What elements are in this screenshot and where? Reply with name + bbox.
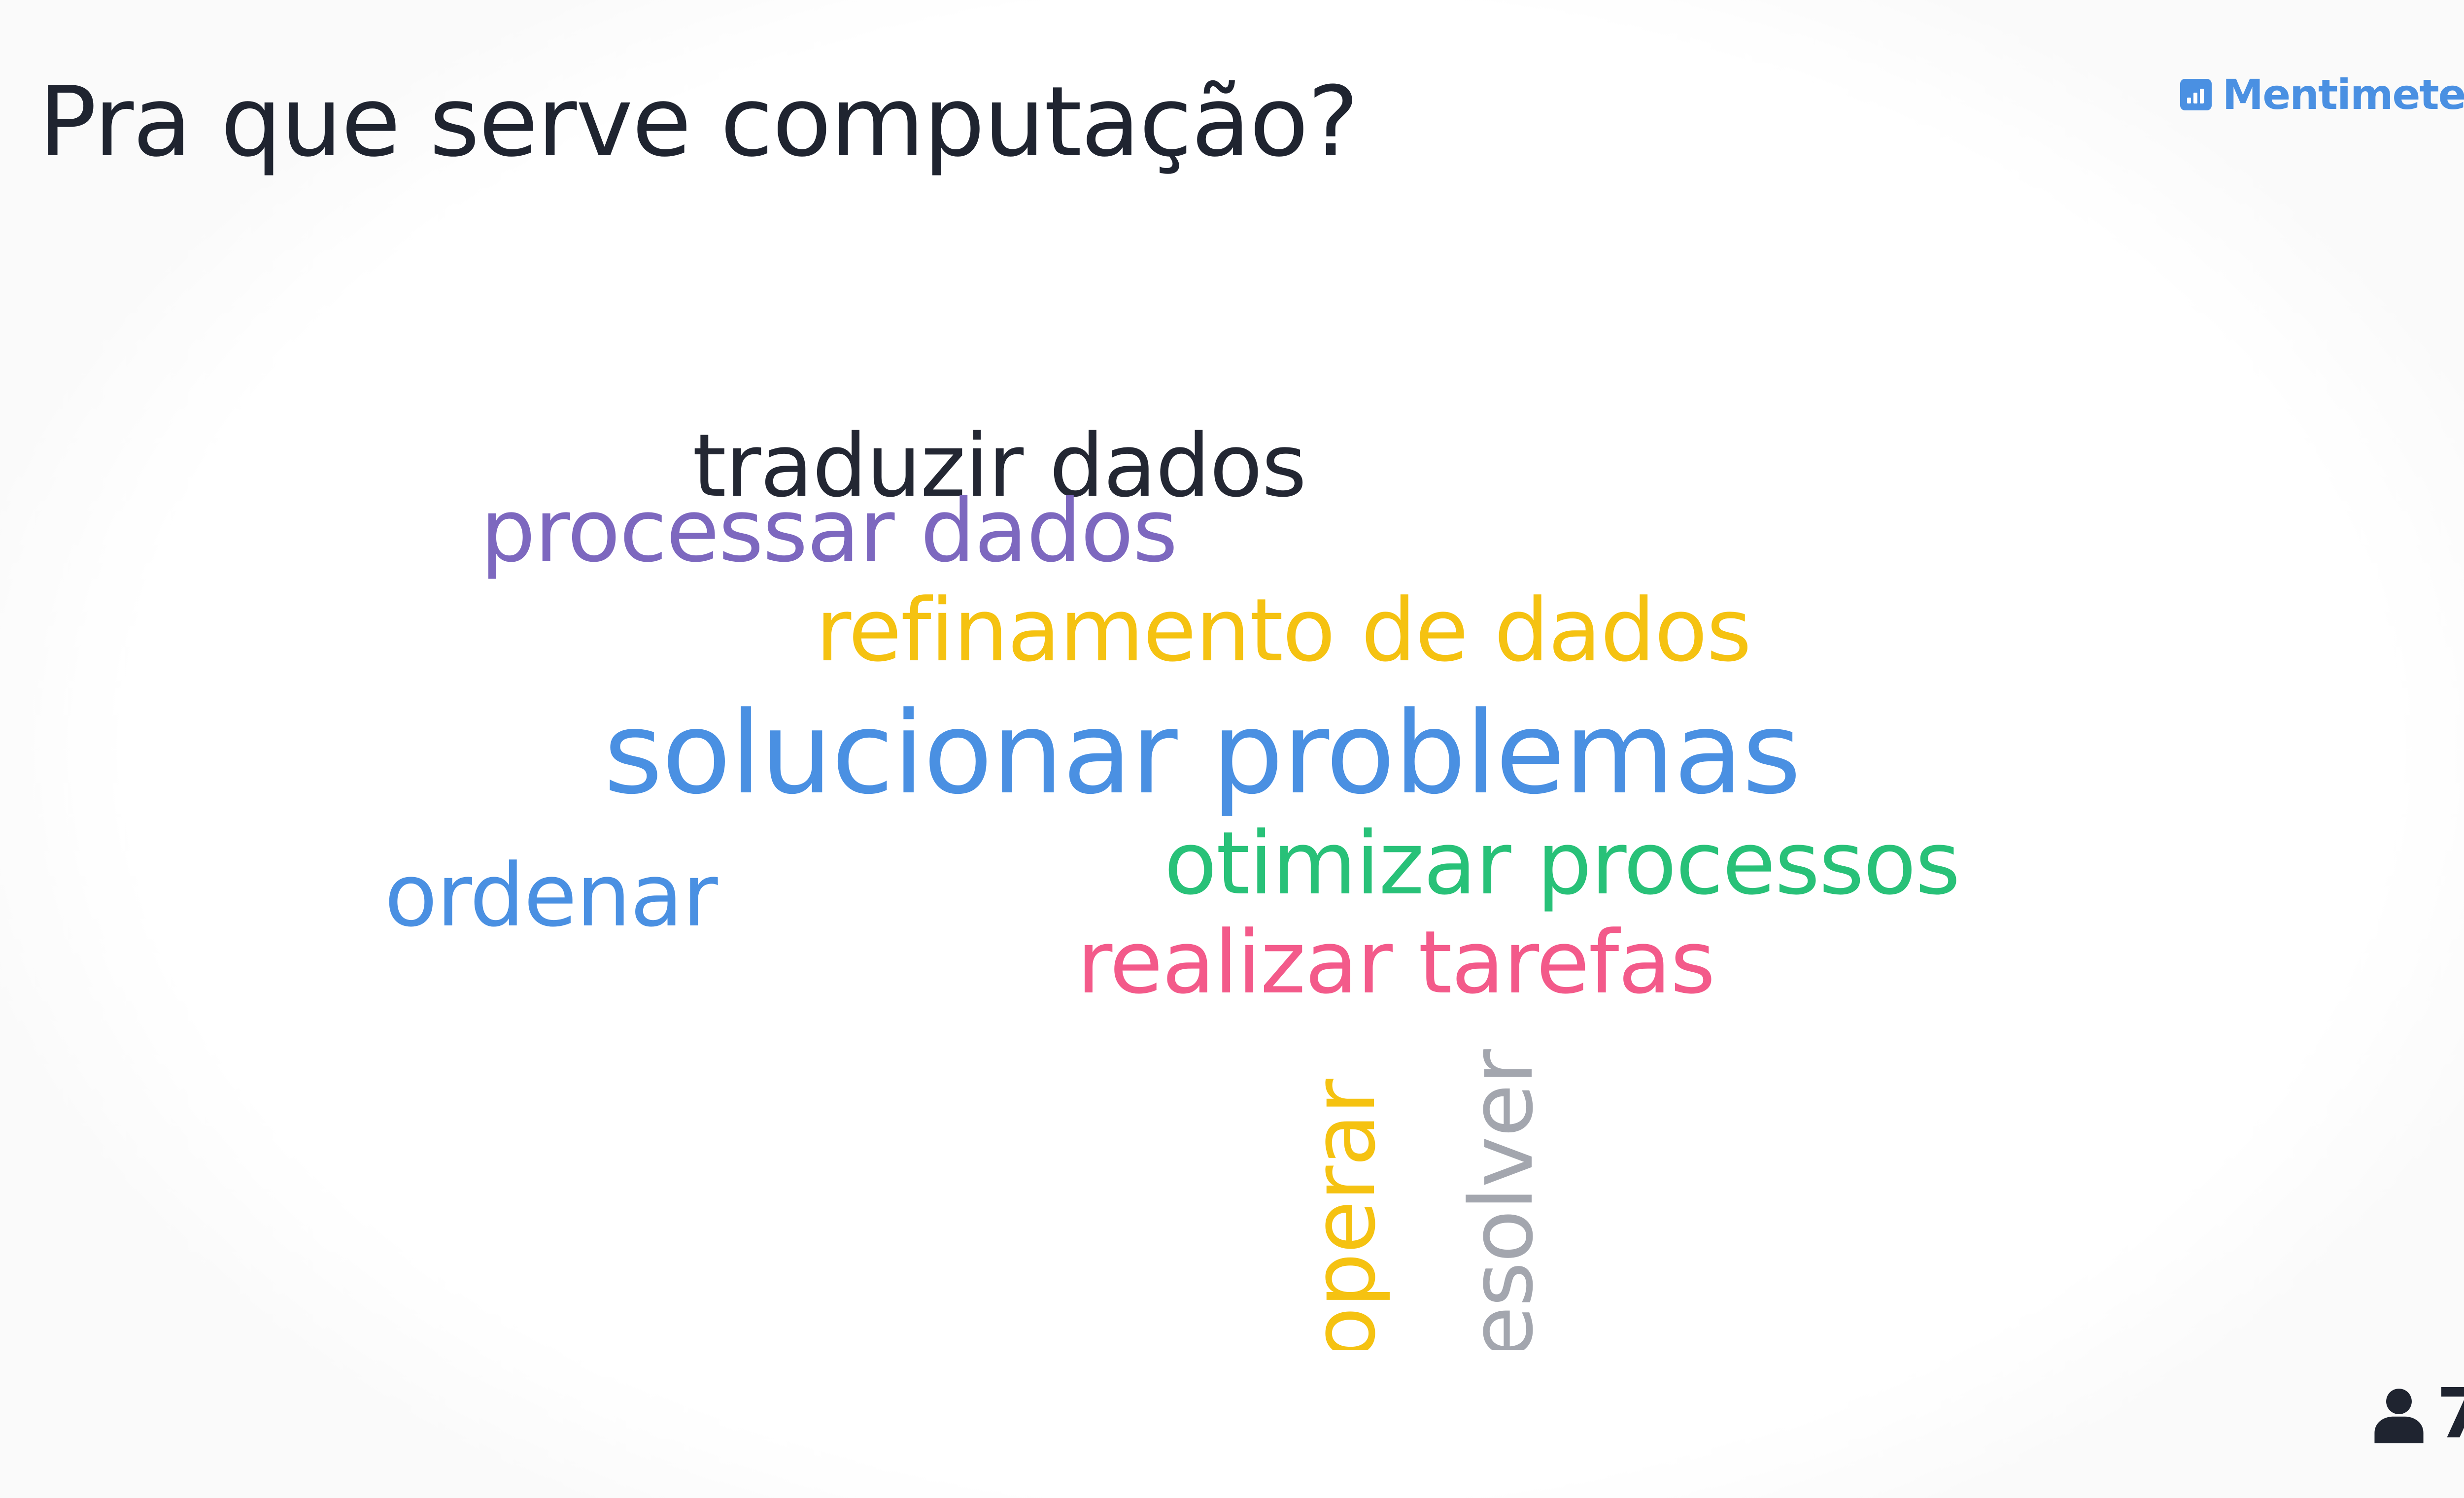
word-realizar-tarefas: realizar tarefas bbox=[1077, 912, 1715, 1013]
word-solucionar-problemas: solucionar problemas bbox=[604, 688, 1801, 819]
word-resolver: resolver bbox=[1454, 1050, 1552, 1350]
brand-logo: Mentimeter bbox=[2180, 74, 2464, 115]
vertical-word-cooperar-clip: cooperar bbox=[1291, 1035, 1390, 1350]
question-title: Pra que serve computação? bbox=[38, 66, 1359, 178]
word-ordenar: ordenar bbox=[384, 845, 718, 946]
participant-count: 7 bbox=[2436, 1374, 2464, 1454]
mentimeter-logo-icon bbox=[2180, 79, 2212, 110]
person-icon bbox=[2374, 1389, 2424, 1443]
participant-counter: 7 bbox=[2370, 1380, 2464, 1449]
word-otimizar-processos: otimizar processos bbox=[1164, 813, 1960, 914]
vertical-word-resolver-clip: resolver bbox=[1454, 1035, 1552, 1350]
word-traduzir-dados: traduzir dados bbox=[692, 415, 1307, 516]
word-processar-dados: processar dados bbox=[480, 480, 1178, 581]
word-cooperar: cooperar bbox=[1294, 1080, 1390, 1350]
brand-name: Mentimeter bbox=[2222, 70, 2464, 119]
word-refinamento-de-dados: refinamento de dados bbox=[816, 580, 1752, 681]
